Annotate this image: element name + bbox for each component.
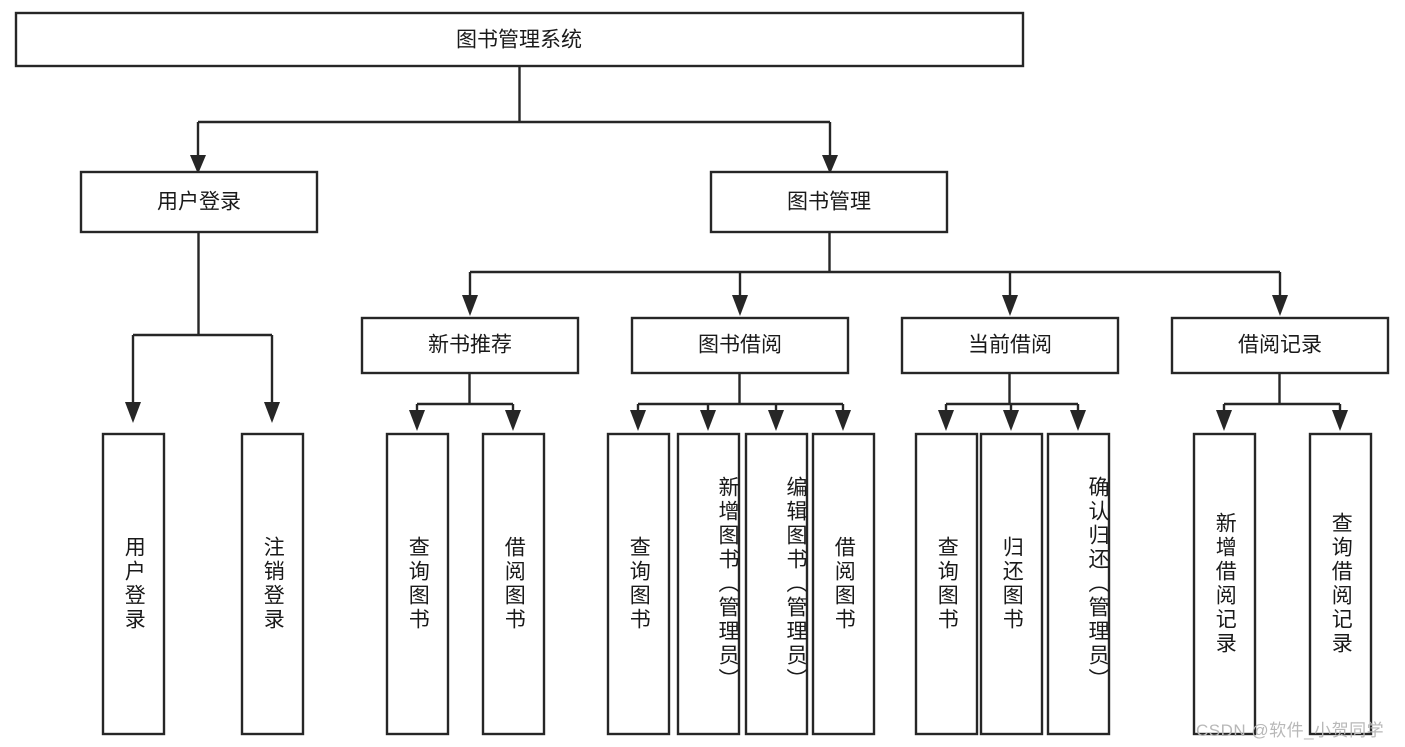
connector-currentborrow-to-leaves — [938, 373, 1086, 431]
node-book-borrow[interactable]: 图书借阅 — [630, 316, 850, 375]
leaf-box-return-book[interactable] — [979, 432, 1044, 736]
node-root-label: 图书管理系统 — [456, 29, 582, 52]
leaf-box-query-record[interactable] — [1308, 432, 1373, 736]
leaf-box-query-book-3[interactable] — [914, 432, 979, 736]
leaf-box-edit-book[interactable] — [744, 432, 809, 736]
node-borrow-record-label: 借阅记录 — [1238, 334, 1322, 357]
leaf-box-confirm-return[interactable] — [1046, 432, 1111, 736]
leaf-box-borrow-book-2[interactable] — [811, 432, 876, 736]
leaf-box-add-book[interactable] — [676, 432, 741, 736]
leaf-boxes — [101, 432, 1373, 736]
node-book-borrow-label: 图书借阅 — [698, 334, 782, 357]
leaf-box-borrow-book-1[interactable] — [481, 432, 546, 736]
node-book-management-label: 图书管理 — [787, 191, 871, 214]
leaf-box-logout[interactable] — [240, 432, 305, 736]
leaf-box-query-book-1[interactable] — [385, 432, 450, 736]
node-user-login[interactable]: 用户登录 — [79, 170, 319, 234]
csdn-watermark: CSDN @软件_小贺同学 — [1196, 721, 1385, 740]
connector-userlogin-to-leaves — [125, 232, 280, 423]
node-new-book-recommend-label: 新书推荐 — [428, 334, 512, 357]
leaf-box-add-record[interactable] — [1192, 432, 1257, 736]
connector-borrowrecord-to-leaves — [1216, 373, 1348, 431]
connector-root-to-level2 — [190, 66, 838, 174]
connector-newbook-to-leaves — [409, 373, 521, 431]
node-new-book-recommend[interactable]: 新书推荐 — [360, 316, 580, 375]
leaf-box-user-login[interactable] — [101, 432, 166, 736]
node-borrow-record[interactable]: 借阅记录 — [1170, 316, 1390, 375]
node-user-login-label: 用户登录 — [157, 191, 241, 214]
leaf-box-query-book-2[interactable] — [606, 432, 671, 736]
connector-bookmgmt-to-level3 — [462, 232, 1288, 316]
connector-bookborrow-to-leaves — [630, 373, 851, 431]
node-book-management[interactable]: 图书管理 — [709, 170, 949, 234]
node-current-borrow[interactable]: 当前借阅 — [900, 316, 1120, 375]
node-root[interactable]: 图书管理系统 — [14, 11, 1025, 68]
node-current-borrow-label: 当前借阅 — [968, 334, 1052, 357]
